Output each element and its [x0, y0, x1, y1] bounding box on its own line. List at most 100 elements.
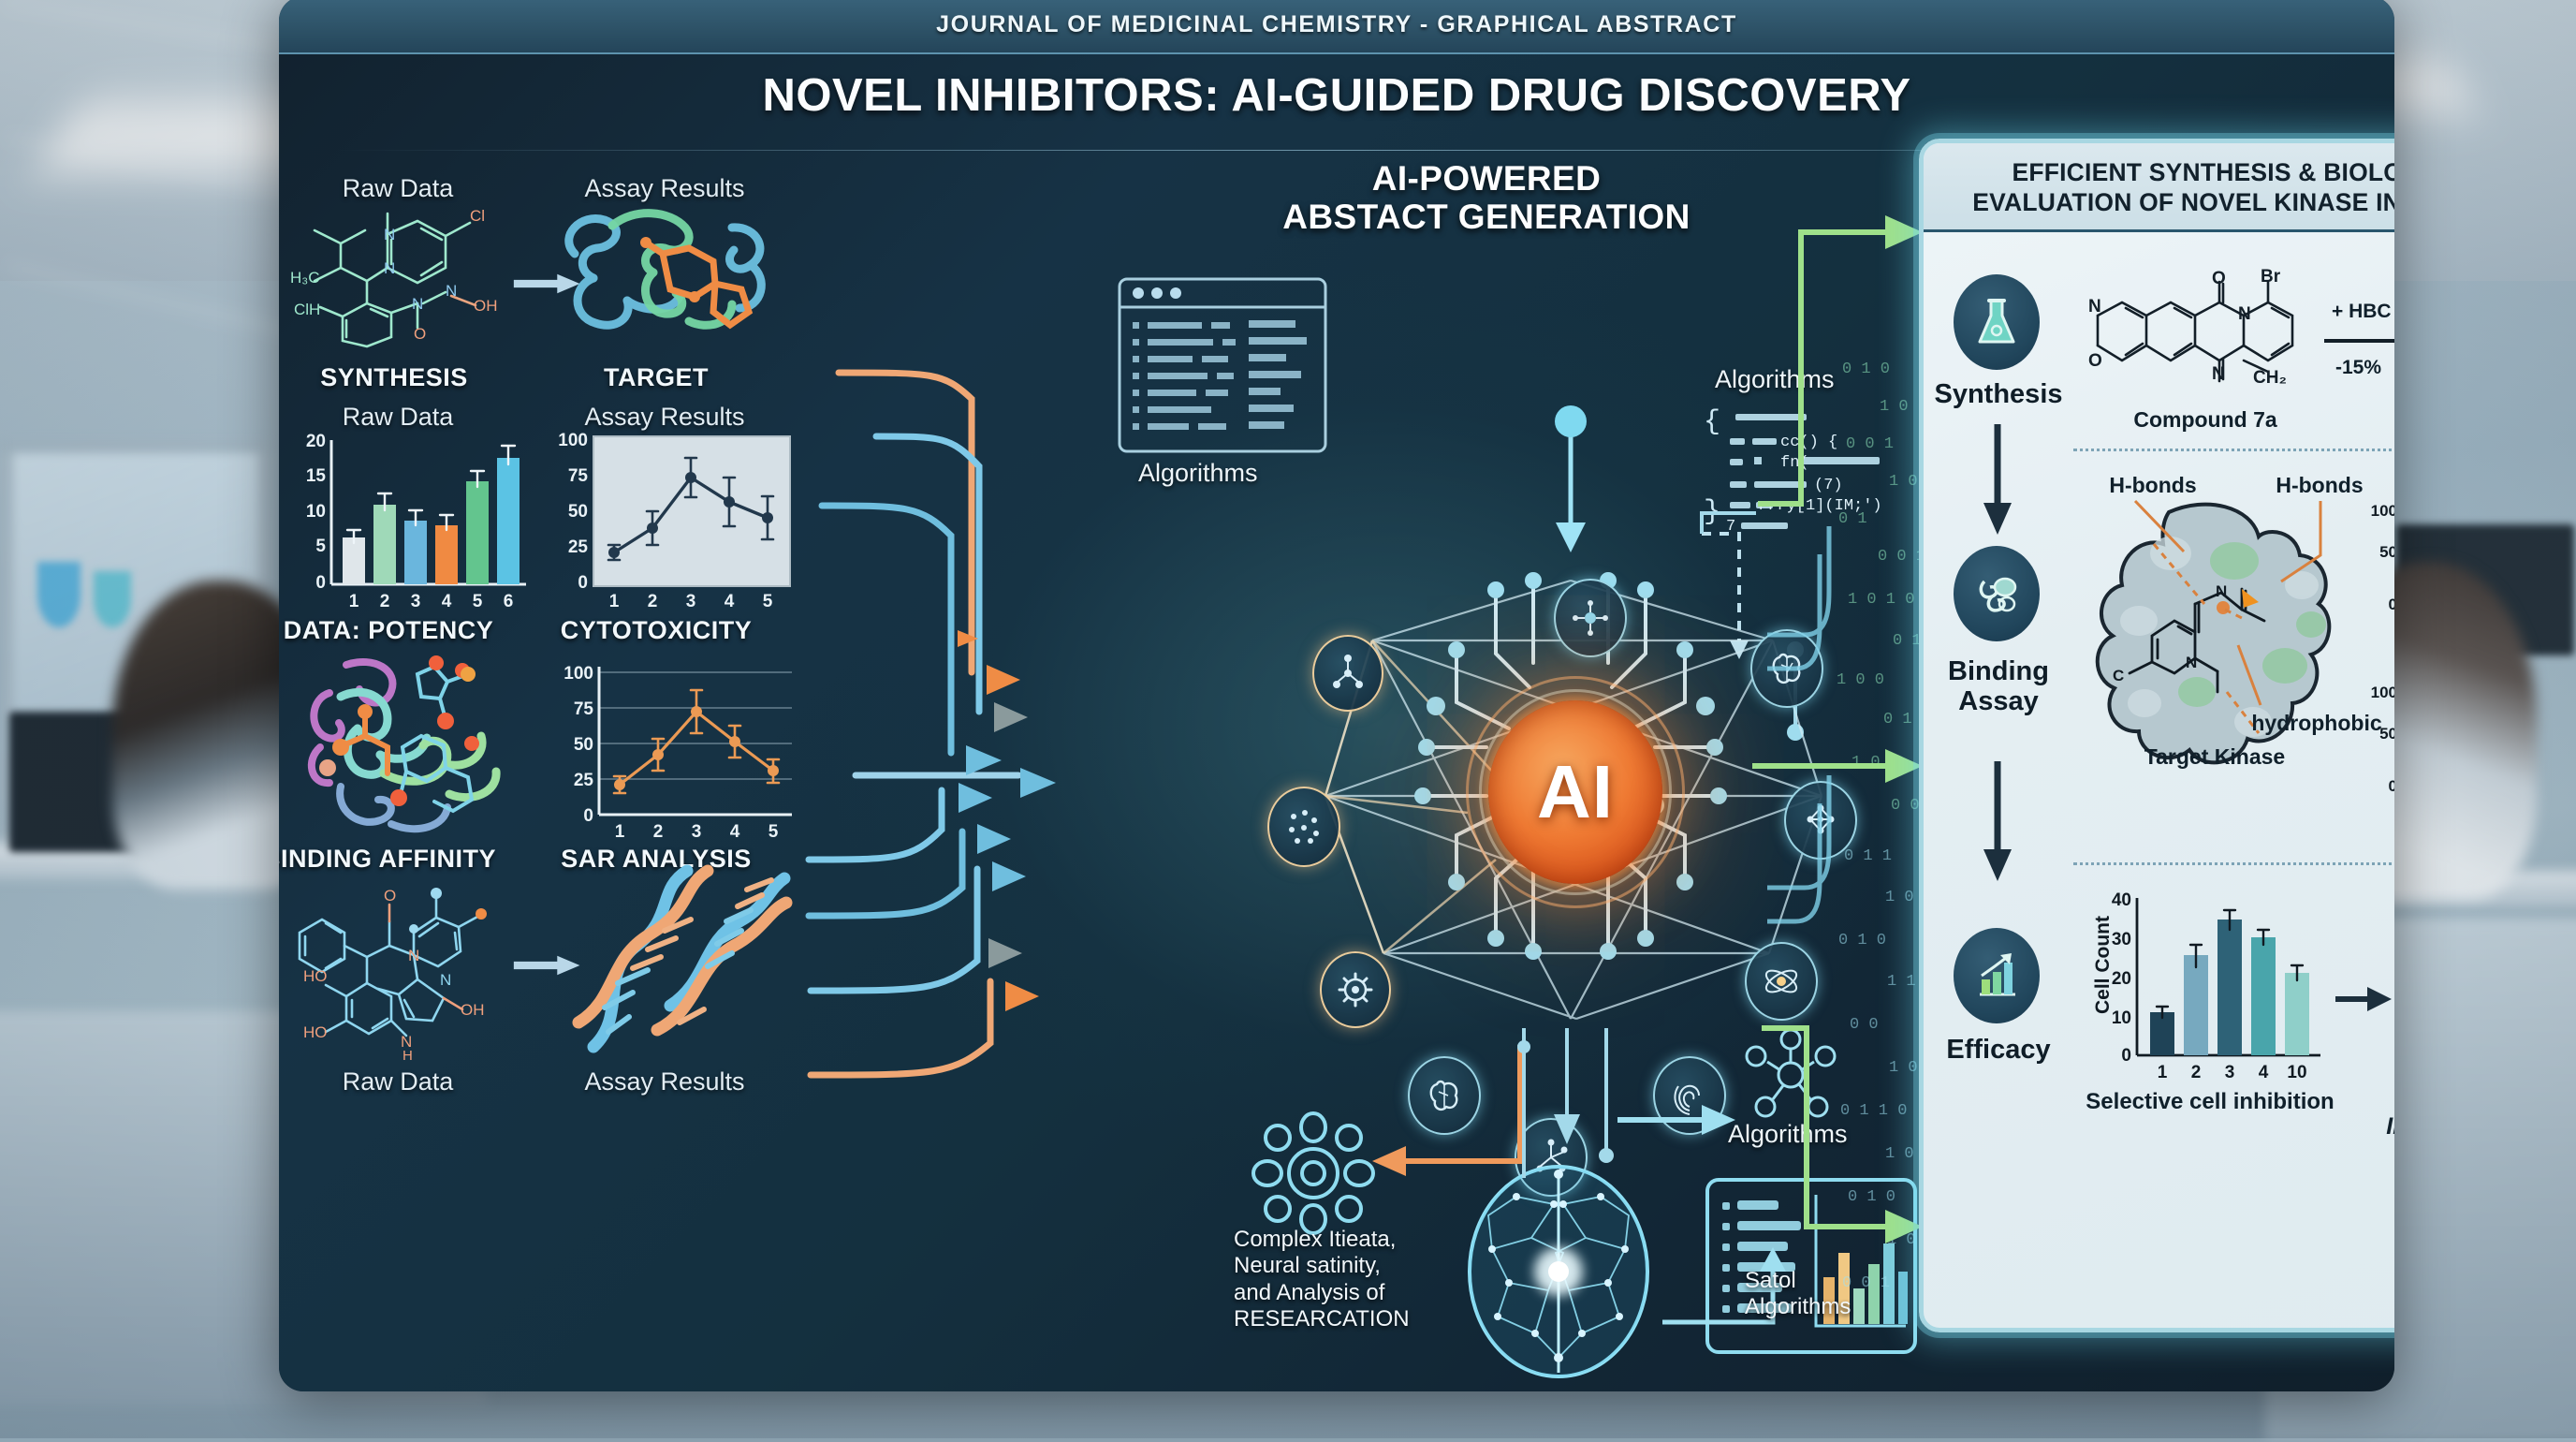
row3-caption-left: BINDING AFFINITY [279, 845, 505, 874]
svg-text:4: 4 [442, 592, 452, 611]
flask-glyph [1974, 297, 2019, 347]
svg-text:OH: OH [461, 1001, 485, 1019]
svg-text:0: 0 [583, 806, 593, 826]
svg-text:N: N [412, 295, 423, 313]
row1-raw-data-label: Raw Data [290, 174, 505, 203]
report-top-arrow [1617, 1092, 1739, 1148]
svg-text:N: N [2238, 304, 2251, 324]
svg-text:1: 1 [609, 592, 620, 611]
binding-affinity-complex [298, 654, 532, 841]
svg-text:OH: OH [474, 297, 498, 315]
blurb-line-3: and Analysis of [1234, 1280, 1477, 1306]
bar-growth-icon [1954, 928, 2040, 1023]
blurb-line-1: Complex Itieata, [1234, 1227, 1477, 1253]
svg-text:10: 10 [306, 502, 326, 522]
svg-text:75: 75 [568, 466, 589, 486]
network-node-molecule [1312, 635, 1383, 712]
svg-text:CH₂: CH₂ [2253, 368, 2287, 388]
reactant-structure: N O O N N CH₂ Br [2083, 274, 2317, 405]
svg-text:ClH: ClH [294, 301, 320, 318]
svg-text:O: O [414, 325, 426, 343]
reaction-arrow-icon [2324, 329, 2394, 353]
svg-text:O: O [384, 887, 396, 905]
svg-text:100: 100 [564, 664, 593, 684]
cyan-echo-arcs [1767, 494, 1936, 1150]
svg-text:100: 100 [558, 431, 588, 450]
dna-helix-icon [567, 869, 792, 1056]
center-section-title: AI-POWERED ABSTACT GENERATION [1159, 159, 1814, 237]
svg-text:Cl: Cl [470, 207, 485, 225]
network-node-top-hub [1554, 579, 1627, 657]
svg-text:100: 100 [2371, 684, 2394, 701]
svg-text:6: 6 [504, 592, 514, 611]
svg-text:Br: Br [2261, 267, 2281, 287]
svg-text:N: N [2088, 297, 2101, 316]
page-title: NOVEL INHIBITORS: AI-GUIDED DRUG DISCOVE… [279, 69, 2394, 122]
mouse-caption-line2: In Vivo Efficacy [2378, 1113, 2394, 1141]
section-divider-2 [2073, 862, 2394, 865]
svg-text:N: N [446, 282, 457, 300]
cell-chart-caption: Selective cell inhibition [2083, 1089, 2337, 1115]
svg-text:1: 1 [2158, 1063, 2168, 1082]
svg-text:1: 1 [349, 592, 359, 611]
svg-text:100: 100 [2371, 502, 2394, 520]
workflow-arrow-2 [1982, 761, 2013, 883]
svg-text:H: H [402, 1048, 413, 1064]
svg-text:0 0 1: 0 0 1 [1842, 1274, 1890, 1292]
svg-text:15: 15 [306, 466, 327, 486]
gear-icon [1336, 970, 1375, 1009]
results-row-label-efficacy: Efficacy [1929, 1035, 2068, 1065]
kinase-caption: Target Kinase [2107, 744, 2322, 770]
row1-caption-right: TARGET [530, 363, 783, 392]
molecule-structure-synthesis: Cl N N N N O OH H₃C ClH [286, 206, 530, 346]
center-title-line2: ABSTACT GENERATION [1159, 198, 1814, 236]
binding-label-line1: Binding [1929, 656, 2068, 686]
svg-text:0: 0 [578, 573, 588, 593]
svg-text:20: 20 [306, 432, 326, 451]
lab-mouse-icon [2390, 930, 2394, 1080]
svg-text:50: 50 [2379, 543, 2394, 561]
svg-text:0: 0 [2389, 777, 2394, 795]
row2-raw-data-label: Raw Data [290, 403, 505, 432]
svg-text:50: 50 [574, 735, 593, 755]
svg-text:10: 10 [2287, 1063, 2306, 1082]
svg-text:25: 25 [568, 537, 589, 557]
data-cluster-icon [1282, 805, 1325, 848]
network-node-gear [1320, 951, 1391, 1028]
results-row-label-synthesis: Synthesis [1929, 379, 2068, 409]
poster-canvas: NOVEL INHIBITORS: AI-GUIDED DRUG DISCOVE… [279, 54, 2394, 1391]
yield-label: -15% [2335, 357, 2381, 379]
network-node-data [1267, 787, 1340, 867]
protein-ribbon-target [549, 199, 783, 354]
compound-caption: Compound 7a [2107, 407, 2304, 433]
blurb-line-4: RESEARCATION [1234, 1306, 1477, 1332]
mouse-caption: Improved In Vivo Efficacy [2378, 1085, 2394, 1140]
svg-text:5: 5 [473, 592, 483, 611]
svg-text:5: 5 [763, 592, 773, 611]
svg-text:N: N [440, 971, 451, 989]
svg-text:40: 40 [2112, 890, 2131, 910]
annotation-leader-lines [2098, 495, 2378, 729]
center-blurb-left: Complex Itieata, Neural satinity, and An… [1234, 1227, 1477, 1332]
svg-text:3: 3 [686, 592, 696, 611]
mouse-caption-line1: Improved [2378, 1085, 2394, 1113]
row2-assay-results-label: Assay Results [534, 403, 796, 432]
journal-header-bar: JOURNAL OF MEDICINAL CHEMISTRY - GRAPHIC… [279, 0, 2394, 54]
svg-text:25: 25 [574, 771, 594, 790]
protein-glyph [1971, 568, 2022, 619]
ic50-label-2: IC₅₀=12 nM [2378, 810, 2394, 836]
svg-text:N: N [384, 259, 395, 277]
reagent-label: + HBC [2332, 301, 2392, 323]
section-divider-1 [2073, 449, 2394, 451]
svg-text:20: 20 [2112, 969, 2131, 989]
binding-label-line2: Assay [1929, 686, 2068, 716]
svg-text:3: 3 [692, 822, 702, 842]
svg-text:O: O [2088, 351, 2102, 371]
row2-caption-right: CYTOTOXICITY [530, 616, 783, 645]
svg-text:3: 3 [2225, 1063, 2235, 1082]
graphical-abstract-poster: JOURNAL OF MEDICINAL CHEMISTRY - GRAPHIC… [279, 0, 2394, 1391]
